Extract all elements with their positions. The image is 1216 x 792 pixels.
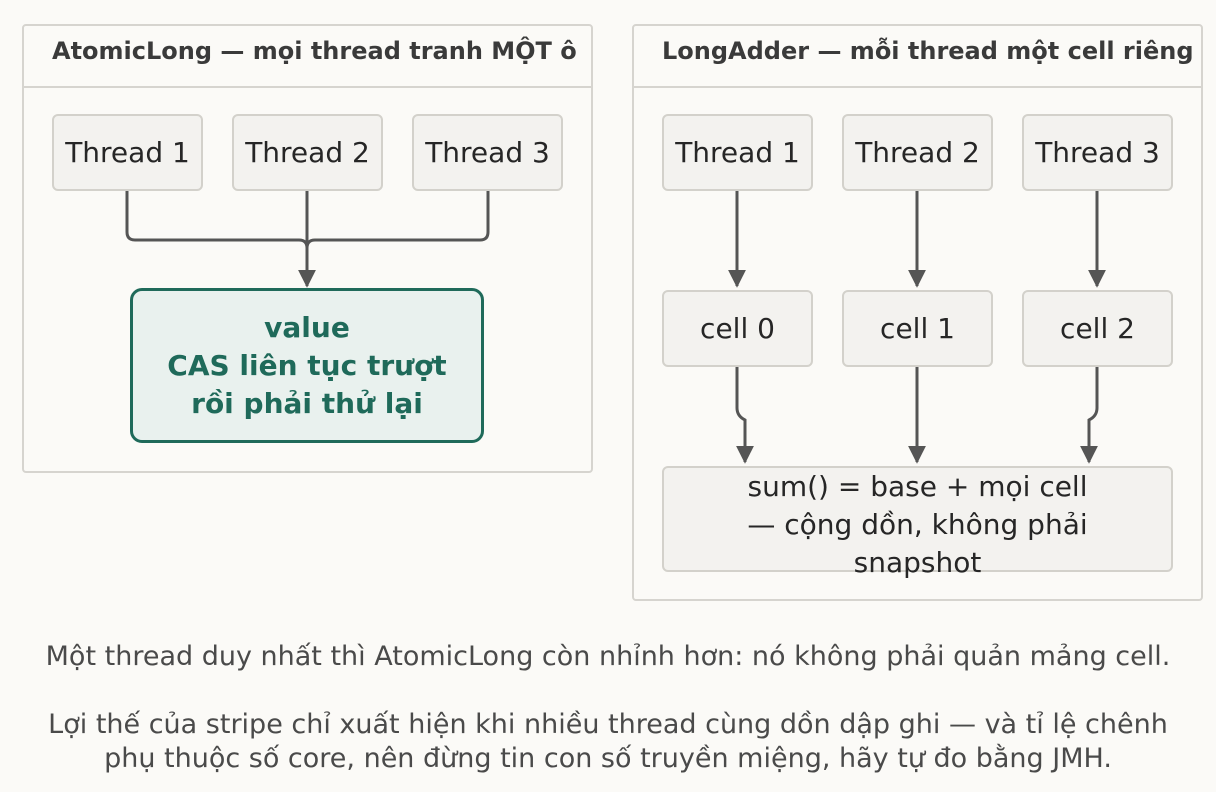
panel-divider	[24, 86, 591, 88]
panel-divider	[634, 86, 1201, 88]
cell-1-node: cell 1	[842, 290, 993, 367]
sum-node-line-3: snapshot	[853, 546, 982, 579]
value-node: value CAS liên tục trượt rồi phải thử lạ…	[130, 288, 484, 443]
cell-0-node: cell 0	[662, 290, 813, 367]
longadder-panel-title: LongAdder — mỗi thread một cell riêng	[662, 37, 1194, 65]
right-thread-1-node: Thread 1	[662, 114, 813, 191]
left-thread-2-node: Thread 2	[232, 114, 383, 191]
caption-line-2: Lợi thế của stripe chỉ xuất hiện khi nhi…	[48, 709, 1168, 774]
sum-node-line-2: — cộng dồn, không phải	[747, 508, 1088, 541]
cell-2-node: cell 2	[1022, 290, 1173, 367]
sum-node: sum() = base + mọi cell — cộng dồn, khôn…	[662, 466, 1173, 579]
left-thread-1-node: Thread 1	[52, 114, 203, 191]
value-node-line-2: CAS liên tục trượt	[167, 348, 447, 382]
right-thread-3-node: Thread 3	[1022, 114, 1173, 191]
value-node-line-1: value	[264, 310, 350, 344]
atomiclong-panel-title: AtomicLong — mọi thread tranh MỘT ô	[52, 37, 577, 65]
caption-line-1: Một thread duy nhất thì AtomicLong còn n…	[45, 641, 1171, 672]
sum-node-line-1: sum() = base + mọi cell	[747, 470, 1088, 503]
left-thread-3-node: Thread 3	[412, 114, 563, 191]
right-thread-2-node: Thread 2	[842, 114, 993, 191]
value-node-line-3: rồi phải thử lại	[191, 386, 423, 420]
